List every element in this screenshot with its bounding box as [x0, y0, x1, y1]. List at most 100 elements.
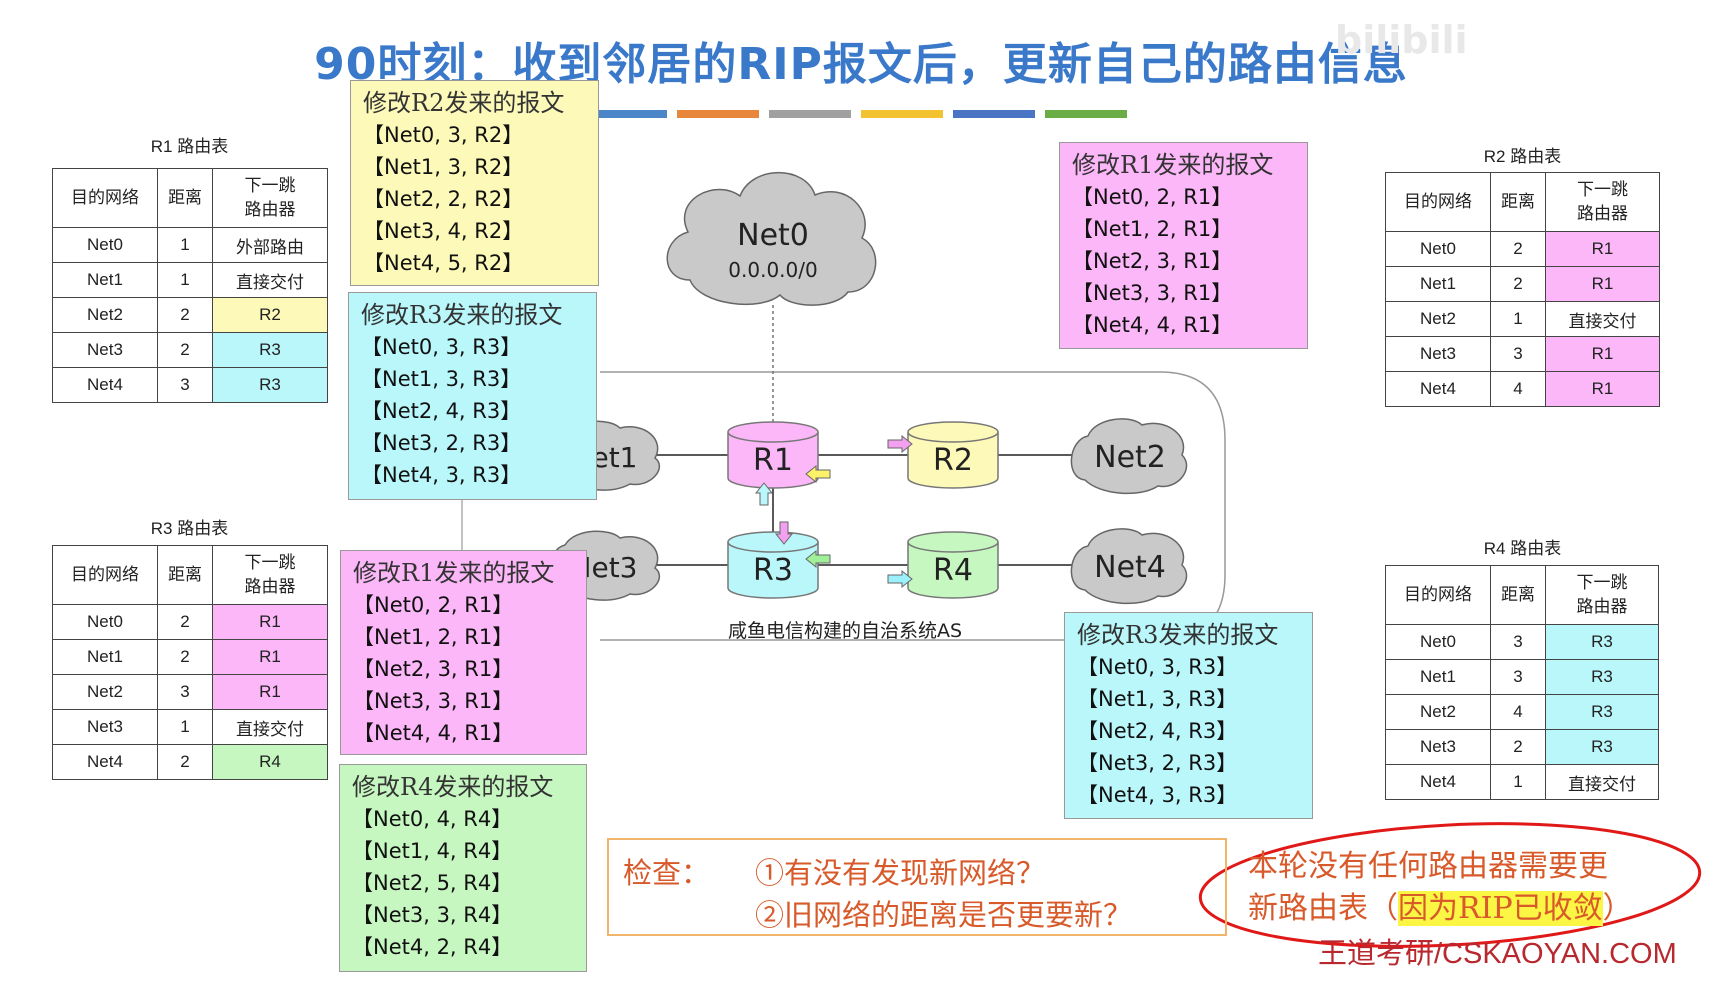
header-next-hop-line: 路由器	[1577, 204, 1628, 223]
message-entry: 【Net4, 3, R3】	[1077, 783, 1238, 807]
header-dest: 目的网络	[52, 545, 158, 605]
highlight-circle	[1198, 822, 1702, 948]
message-title: 修改R4发来的报文	[352, 773, 554, 801]
header-dest: 目的网络	[1385, 565, 1491, 625]
router-r4: R4	[907, 531, 999, 599]
cell-net: Net2	[1385, 301, 1491, 337]
net4-cloud: Net4	[1070, 528, 1188, 605]
color-bar-segment	[677, 110, 759, 118]
net0-label: Net0	[737, 218, 809, 253]
header-next-hop-line: 下一跳	[1577, 180, 1628, 199]
cell-dist: 2	[1490, 266, 1546, 302]
cell-dist: 3	[157, 367, 213, 403]
cell-net: Net1	[1385, 266, 1491, 302]
cell-net: Net4	[52, 367, 158, 403]
net4-label: Net4	[1094, 550, 1166, 585]
cell-net: Net0	[52, 604, 158, 640]
cell-next-hop: R3	[1545, 729, 1659, 765]
color-bar	[585, 110, 1127, 118]
message-entry: 【Net2, 5, R4】	[352, 871, 513, 895]
message-entry: 【Net3, 3, R1】	[353, 689, 514, 713]
conclusion-line-2-suffix: ）	[1602, 891, 1633, 926]
cell-net: Net0	[52, 227, 158, 263]
cell-next-hop: R3	[212, 332, 328, 368]
arrow-from-r2-icon	[805, 464, 831, 484]
r2-label: R2	[933, 443, 973, 478]
cell-dist: 3	[1490, 659, 1546, 695]
cell-net: Net1	[52, 262, 158, 298]
cell-net: Net2	[52, 297, 158, 333]
message-entry: 【Net1, 2, R1】	[1072, 217, 1233, 241]
table-header-row: 目的网络距离下一跳路由器	[1385, 172, 1660, 232]
message-box-from-r1-to-r2: 修改R1发来的报文【Net0, 2, R1】【Net1, 2, R1】【Net2…	[1059, 142, 1308, 349]
message-entry: 【Net2, 4, R3】	[361, 399, 522, 423]
cell-next-hop: R2	[212, 297, 328, 333]
color-bar-segment	[861, 110, 943, 118]
cell-dist: 2	[157, 604, 213, 640]
header-next-hop-line: 下一跳	[244, 176, 296, 195]
cell-dist: 1	[157, 227, 213, 263]
cell-next-hop: R1	[212, 639, 328, 675]
header-next-hop: 下一跳路由器	[212, 168, 328, 228]
conclusion-line-2-prefix: 新路由表（	[1248, 891, 1398, 926]
cell-dist: 3	[1490, 336, 1546, 372]
message-entry: 【Net3, 3, R4】	[352, 903, 513, 927]
cell-net: Net3	[52, 332, 158, 368]
message-title: 修改R1发来的报文	[353, 559, 555, 587]
conclusion-line-1: 本轮没有任何路由器需要更	[1248, 849, 1608, 884]
cell-next-hop: R1	[1545, 371, 1660, 407]
message-entry: 【Net4, 3, R3】	[361, 463, 522, 487]
net2-cloud: Net2	[1070, 418, 1188, 495]
message-box-from-r4: 修改R4发来的报文【Net0, 4, R4】【Net1, 4, R4】【Net2…	[339, 764, 587, 972]
cell-dist: 2	[1490, 729, 1546, 765]
arrow-from-r4-icon	[805, 549, 831, 569]
net0-address: 0.0.0.0/0	[728, 258, 817, 282]
header-dist: 距离	[1490, 565, 1546, 625]
message-entry: 【Net4, 4, R1】	[353, 721, 514, 745]
check-box: 检查： ①有没有发现新网络？ ②旧网络的距离是否更要新？	[607, 838, 1227, 936]
message-entry: 【Net0, 2, R1】	[1072, 185, 1233, 209]
header-next-hop-line: 路由器	[244, 577, 296, 596]
r4-label: R4	[933, 553, 973, 588]
header-dest: 目的网络	[52, 168, 158, 228]
cell-dist: 1	[157, 709, 213, 745]
check-question-2: ②旧网络的距离是否更要新？	[755, 898, 1133, 932]
cell-dist: 3	[1490, 624, 1546, 660]
message-entry: 【Net1, 3, R2】	[363, 155, 524, 179]
message-entry: 【Net3, 4, R2】	[363, 219, 524, 243]
header-next-hop-line: 路由器	[1576, 597, 1628, 616]
message-box-from-r1-to-r3: 修改R1发来的报文【Net0, 2, R1】【Net1, 2, R1】【Net2…	[340, 550, 587, 755]
cell-net: Net2	[1385, 694, 1491, 730]
header-dist: 距离	[157, 545, 213, 605]
router-r1: R1	[727, 421, 819, 489]
color-bar-segment	[953, 110, 1035, 118]
message-box-from-r2: 修改R2发来的报文【Net0, 3, R2】【Net1, 3, R2】【Net2…	[350, 80, 599, 286]
table-header-row: 目的网络距离下一跳路由器	[52, 168, 328, 228]
r2-table-caption: R2 路由表	[1483, 147, 1562, 166]
r1-label: R1	[753, 443, 793, 478]
check-question-1: ①有没有发现新网络？	[755, 856, 1046, 890]
cell-next-hop: R1	[212, 674, 328, 710]
cell-dist: 2	[157, 639, 213, 675]
color-bar-segment	[769, 110, 851, 118]
r4-table-caption: R4 路由表	[1483, 539, 1562, 558]
message-entry: 【Net2, 3, R1】	[353, 657, 514, 681]
cell-next-hop: 直接交付	[1545, 301, 1660, 337]
net0-cloud: Net0 0.0.0.0/0	[666, 172, 877, 306]
cell-net: Net3	[1385, 336, 1491, 372]
header-dist: 距离	[1490, 172, 1546, 232]
cell-dist: 2	[1490, 231, 1546, 267]
cell-dist: 3	[157, 674, 213, 710]
message-entry: 【Net1, 3, R3】	[361, 367, 522, 391]
